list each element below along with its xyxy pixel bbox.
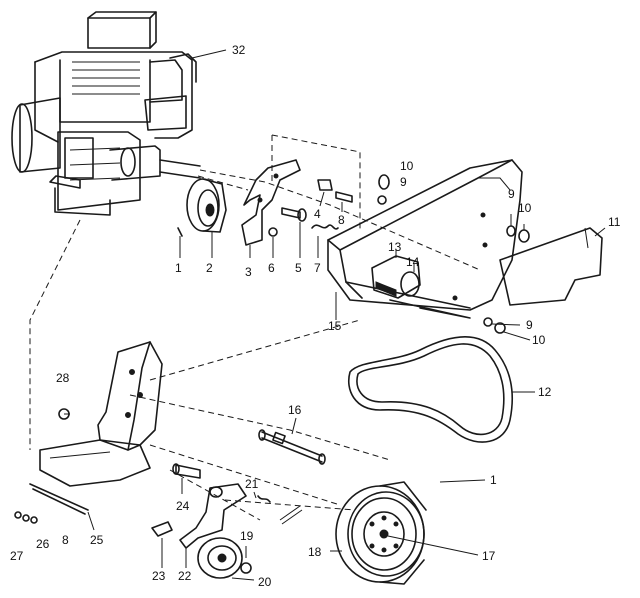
callout-23: 23 — [152, 569, 166, 583]
callout-21: 21 — [245, 477, 259, 491]
callout-16: 16 — [288, 403, 302, 417]
callout-32: 32 — [232, 43, 246, 57]
washer-6 — [268, 227, 278, 237]
callout-10: 10 — [518, 201, 532, 215]
guard-latch-14 — [400, 271, 420, 297]
callout-4: 4 — [314, 207, 321, 221]
callout-1: 1 — [490, 473, 497, 487]
callout-24: 24 — [176, 499, 190, 513]
spring-21 — [257, 495, 303, 525]
callout-15: 15 — [328, 319, 342, 333]
callout-9: 9 — [526, 318, 533, 332]
lever-23 — [151, 521, 173, 537]
callout-12: 12 — [538, 385, 552, 399]
callout-8: 8 — [338, 213, 345, 227]
assembly-lines — [29, 134, 481, 521]
idler-pivot-24 — [172, 463, 201, 479]
callout-20: 20 — [258, 575, 272, 589]
shaft-16 — [258, 429, 326, 465]
callout-9: 9 — [508, 187, 515, 201]
callout-10: 10 — [532, 333, 546, 347]
callout-2: 2 — [206, 261, 213, 275]
callout-3: 3 — [245, 265, 252, 279]
bolt-8 — [335, 191, 353, 203]
callout-26: 26 — [36, 537, 50, 551]
callout-6: 6 — [268, 261, 275, 275]
drive-pulley-18 — [335, 481, 427, 585]
callout-7: 7 — [314, 261, 321, 275]
callout-1: 1 — [175, 261, 182, 275]
belt-guard — [327, 159, 523, 319]
drive-belt — [348, 336, 513, 443]
callout-25: 25 — [90, 533, 104, 547]
guard-shield-11 — [499, 227, 603, 306]
callout-labels: 32 1 2 3 6 5 4 8 7 10 9 9 10 11 13 14 15… — [10, 43, 621, 589]
leader-lines — [64, 49, 606, 581]
callout-17: 17 — [482, 549, 496, 563]
key-part — [177, 227, 183, 237]
callout-10: 10 — [400, 159, 414, 173]
spring-7 — [311, 224, 339, 230]
callout-22: 22 — [178, 569, 192, 583]
engine-pulley — [186, 178, 227, 233]
callout-9: 9 — [400, 175, 407, 189]
engine — [11, 11, 201, 216]
callout-28: 28 — [56, 371, 70, 385]
callout-19: 19 — [240, 529, 254, 543]
callout-27: 27 — [10, 549, 24, 563]
callout-8: 8 — [62, 533, 69, 547]
frame-bracket — [39, 341, 163, 487]
callout-13: 13 — [388, 240, 402, 254]
idler-pulley-20 — [197, 537, 252, 579]
callout-18: 18 — [308, 545, 322, 559]
linkage-25 — [14, 483, 89, 524]
callout-14: 14 — [406, 255, 420, 269]
lower-bracket-22 — [179, 483, 247, 549]
idler-bracket — [241, 159, 301, 246]
callout-5: 5 — [295, 261, 302, 275]
callout-11: 11 — [608, 215, 621, 229]
bolt-5 — [281, 207, 307, 222]
nut-4 — [317, 179, 333, 191]
